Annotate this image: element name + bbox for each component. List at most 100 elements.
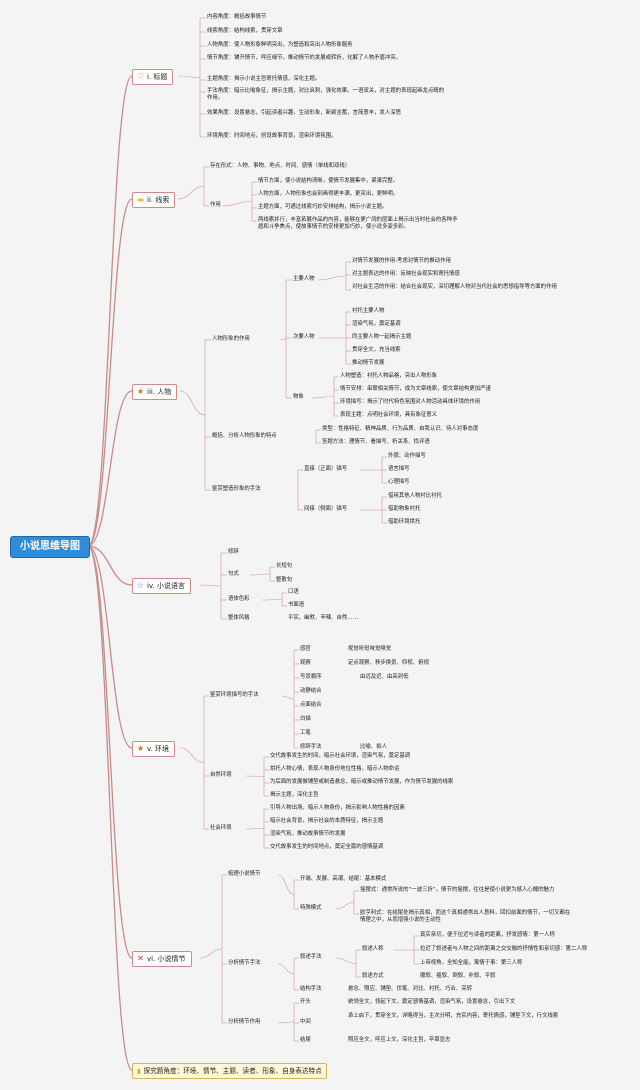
minor-character-item: 推动情节发展 bbox=[352, 360, 385, 366]
minor-character-item: 同主要人物一起揭示主题 bbox=[352, 334, 412, 340]
connector-line bbox=[245, 828, 265, 830]
appreciate-item: 点面结合 bbox=[300, 702, 322, 708]
role-detail: 承上启下，贯穿全文，详略得当，主次分明，充实内容，寄托情感，铺垫下文，行文线索 bbox=[348, 1013, 559, 1019]
social-item: 交代故事发生的时间地点，奠定全篇的感情基调 bbox=[270, 844, 384, 850]
branch-language[interactable]: ☆iv. 小说语言 bbox=[132, 578, 191, 594]
natural-item: 交代故事发生的时间，暗示社会环境，渲染气氛，奠定基调 bbox=[270, 753, 411, 759]
sentence-item: 长短句 bbox=[276, 563, 293, 569]
branch-plot[interactable]: ✕vi. 小说情节 bbox=[132, 951, 192, 967]
analyze-item: 答题方法：理情节、看描写、析关系、找评语 bbox=[322, 439, 430, 445]
appreciate-detail: 视觉听觉味觉嗅觉 bbox=[348, 646, 392, 652]
appreciate-item: 感官 bbox=[300, 646, 311, 652]
style-item: 口语 bbox=[288, 589, 299, 595]
appreciate-item: 观察 bbox=[300, 660, 311, 666]
natural-item: 烘托人物心情，表现人物身份地位性格，暗示人物命运 bbox=[270, 766, 400, 772]
connector-line bbox=[277, 874, 295, 895]
branch-clue[interactable]: ▬ii. 线索 bbox=[132, 192, 176, 208]
connector-line bbox=[277, 1021, 295, 1024]
theme-item: 手法角度：暗示比喻象征，揭示主题，对比讽刺，强化效果。一语双关，对主题的表现起画… bbox=[207, 88, 445, 101]
analyze-method-label: 分析情节手法 bbox=[228, 960, 261, 966]
way-label: 叙述方式 bbox=[362, 973, 384, 979]
connector-line bbox=[221, 201, 253, 207]
narrate-label: 叙述手法 bbox=[300, 954, 322, 960]
minor-character-item: 衬托主要人物 bbox=[352, 308, 385, 314]
heart-icon: ♡ bbox=[136, 72, 145, 81]
style-item: 书面语 bbox=[288, 602, 305, 608]
branch-plot-label: vi. 小说情节 bbox=[147, 955, 186, 963]
special-item: 摇摆式：通常所说的“一波三折”。情节的摇摆，往往是使小说更为撼人心魄的魅力 bbox=[360, 887, 555, 893]
minor-character-item: 贯穿全文，充当线索 bbox=[352, 347, 401, 353]
branch-clue-label: ii. 线索 bbox=[147, 196, 170, 204]
connector-line bbox=[199, 948, 223, 959]
role-item: 中间 bbox=[300, 1019, 311, 1025]
branch-character[interactable]: ★iii. 人物 bbox=[132, 384, 178, 400]
connector-line bbox=[261, 599, 283, 601]
appreciate-item: 写景顺序 bbox=[300, 674, 322, 680]
indirect-item: 借助环境烘托 bbox=[388, 519, 421, 525]
role-item: 开头 bbox=[300, 999, 311, 1005]
connector-line bbox=[87, 545, 133, 586]
connector-line bbox=[199, 584, 222, 587]
appreciate-label: 鉴赏环境描写的手法 bbox=[210, 692, 259, 698]
connector-line bbox=[311, 396, 335, 399]
social-item: 引导人物出场，暗示人物身份，揭示影响人物性格的因素 bbox=[270, 805, 405, 811]
language-item: 句式 bbox=[228, 571, 239, 577]
direct-label: 直接（正面）描写 bbox=[304, 466, 348, 472]
person-item: 上帝视角，全知全能，寓情于事：第三人称 bbox=[420, 960, 523, 966]
natural-item: 揭示主题，深化主旨 bbox=[270, 792, 319, 798]
way-text: 顺叙、插叙、倒叙、补叙、平叙 bbox=[420, 973, 496, 979]
star-icon: ★ bbox=[136, 744, 145, 753]
branch-environment-label: v. 环境 bbox=[147, 745, 170, 753]
clue-item: 人物方面，人物形象也会刻画得更丰满，更突出，更鲜明。 bbox=[258, 191, 399, 197]
main-character-label: 主要人物 bbox=[293, 276, 315, 282]
clue-item: 两线索并行，丰富拓展作品的内容，能够在更广阔的层面上揭示出当时社会的各种矛盾和斗… bbox=[258, 217, 458, 230]
connector-line bbox=[245, 775, 265, 777]
clue-role: 作用 bbox=[210, 202, 221, 208]
theme-item: 内容角度：概括故事情节 bbox=[207, 14, 267, 20]
person-item: 真实亲切，便于拉近与读者的距离，抒发感情：第一人称 bbox=[420, 932, 555, 938]
appreciate-detail: 由远及近、由高到低 bbox=[360, 674, 409, 680]
star-outline-icon: ☆ bbox=[136, 581, 145, 590]
branch-character-label: iii. 人物 bbox=[147, 388, 172, 396]
indirect-item: 借用其他人物衬比衬托 bbox=[388, 493, 442, 499]
natural-item: 为后面的发展做铺垫或制造悬念，暗示或推动情节发展，作为情节发展的线索 bbox=[270, 779, 454, 785]
appreciate-item: 动静结合 bbox=[300, 688, 322, 694]
theme-item: 线索角度：结构线索，贯穿文章 bbox=[207, 28, 283, 34]
theme-item: 环境角度：时间地点，创设故事背景，渲染环境氛围。 bbox=[207, 133, 337, 139]
object-label: 物象 bbox=[293, 394, 304, 400]
main-character-item: 对主题表达的作用：反映社会现实和寄托情感 bbox=[352, 271, 460, 277]
role-detail: 照应全文，呼应上文，深化主旨，卒章显志 bbox=[348, 1037, 451, 1043]
branch-language-label: iv. 小说语言 bbox=[147, 582, 185, 590]
analyze-label: 概括、分析人物形象的特点 bbox=[212, 433, 277, 439]
clue-form: 存在形式：人物、事物、地点、时间、感情（单线和双线） bbox=[210, 163, 351, 169]
connector-line bbox=[249, 573, 271, 576]
role-item: 结尾 bbox=[300, 1037, 311, 1043]
star-icon: ★ bbox=[136, 387, 145, 396]
indirect-item: 借助物象衬托 bbox=[388, 506, 421, 512]
branch-environment[interactable]: ★v. 环境 bbox=[132, 741, 176, 757]
connector-line bbox=[317, 275, 347, 281]
connector-line bbox=[87, 75, 133, 547]
role-detail: 统领全文，领起下文，奠定感情基调，渲染气氛，设置悬念，引出下文 bbox=[348, 999, 516, 1005]
appreciate-detail: 比喻、拟人 bbox=[360, 744, 387, 750]
connector-line bbox=[179, 747, 205, 763]
theme-item: 效果角度：设置悬念，引起读者兴趣，生动形象，新颖含蓄，言简意丰，发人深思 bbox=[207, 110, 402, 116]
connector-line bbox=[179, 390, 206, 416]
connector-line bbox=[87, 545, 133, 959]
root-node[interactable]: 小说思维导图 bbox=[10, 536, 90, 558]
main-character-item: 对情节发展的作用:考虑对情节的推动作用 bbox=[352, 258, 451, 264]
branch-theme[interactable]: ♡i. 标题 bbox=[132, 69, 174, 85]
language-item: 修辞 bbox=[228, 549, 239, 555]
person-label: 叙述人称 bbox=[362, 946, 384, 952]
method-label: 鉴赏塑造形象的手法 bbox=[212, 486, 261, 492]
clue-item: 主题方面，可通过线索巧妙安排结构，揭示小说主题。 bbox=[258, 204, 388, 210]
social-label: 社会环境 bbox=[210, 825, 232, 831]
tools-icon: ✕ bbox=[137, 954, 144, 963]
direct-item: 语言描写 bbox=[388, 466, 410, 472]
clue-item: 情节方面，使小说结构清晰，使情节发展集中，紧凑完整。 bbox=[258, 178, 399, 184]
sort-item: 特殊模式 bbox=[300, 905, 322, 911]
branch-explore[interactable]: ▮探究题角度：环境、情节、主题、读者、形象、自身表达特点 bbox=[132, 1063, 327, 1079]
appreciate-item: 白描 bbox=[300, 716, 311, 722]
